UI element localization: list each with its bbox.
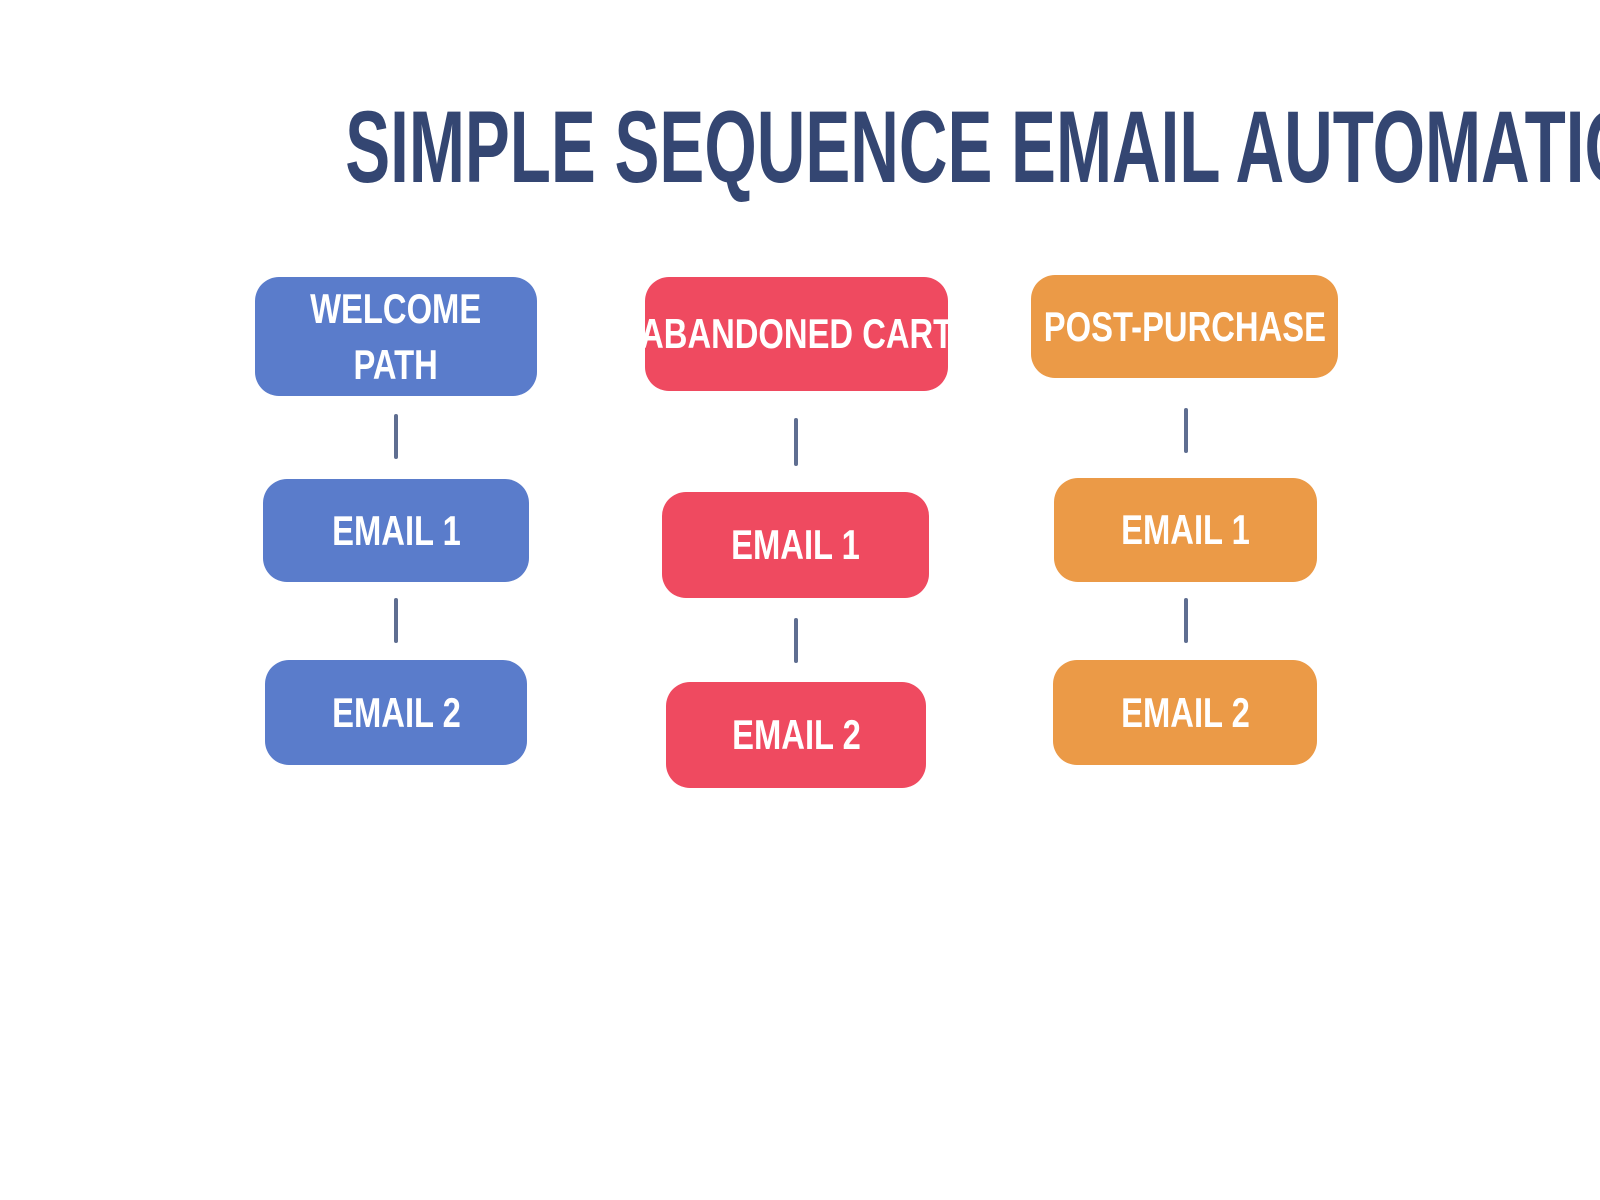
welcome-path-header-line1: WELCOME (310, 284, 482, 332)
welcome-path-header-box: WELCOME PATH (255, 277, 537, 396)
connector-line (794, 418, 798, 466)
abandoned-cart-email2-label: EMAIL 2 (731, 711, 861, 758)
abandoned-cart-email1-label: EMAIL 1 (731, 521, 860, 568)
abandoned-cart-email1-box: EMAIL 1 (662, 492, 929, 598)
connector-line (1184, 408, 1188, 453)
connector-line (1184, 598, 1188, 643)
welcome-path-header-line2: PATH (353, 340, 439, 388)
welcome-path-email2-label: EMAIL 2 (331, 688, 461, 736)
connector-line (394, 598, 398, 643)
post-purchase-header-box: POST-PURCHASE (1031, 275, 1338, 378)
post-purchase-email2-box: EMAIL 2 (1053, 660, 1317, 765)
abandoned-cart-header-label: ABANDONED CART (639, 310, 954, 357)
post-purchase-header-label: POST-PURCHASE (1043, 302, 1326, 350)
welcome-path-email2-box: EMAIL 2 (265, 660, 527, 765)
abandoned-cart-header-box: ABANDONED CART (640, 277, 953, 391)
welcome-path-header-label: WELCOME PATH (310, 281, 481, 393)
connector-line (394, 414, 398, 459)
welcome-path-email1-label: EMAIL 1 (331, 506, 461, 554)
post-purchase-email1-box: EMAIL 1 (1054, 478, 1317, 582)
post-purchase-email1-label: EMAIL 1 (1121, 506, 1250, 553)
abandoned-cart-email2-box: EMAIL 2 (666, 682, 926, 788)
connector-line (794, 618, 798, 663)
welcome-path-email1-box: EMAIL 1 (263, 479, 529, 582)
post-purchase-email2-label: EMAIL 2 (1120, 688, 1250, 736)
page-title-text: SIMPLE SEQUENCE EMAIL AUTOMATION (345, 90, 1600, 204)
page-title: SIMPLE SEQUENCE EMAIL AUTOMATION (0, 96, 1600, 198)
